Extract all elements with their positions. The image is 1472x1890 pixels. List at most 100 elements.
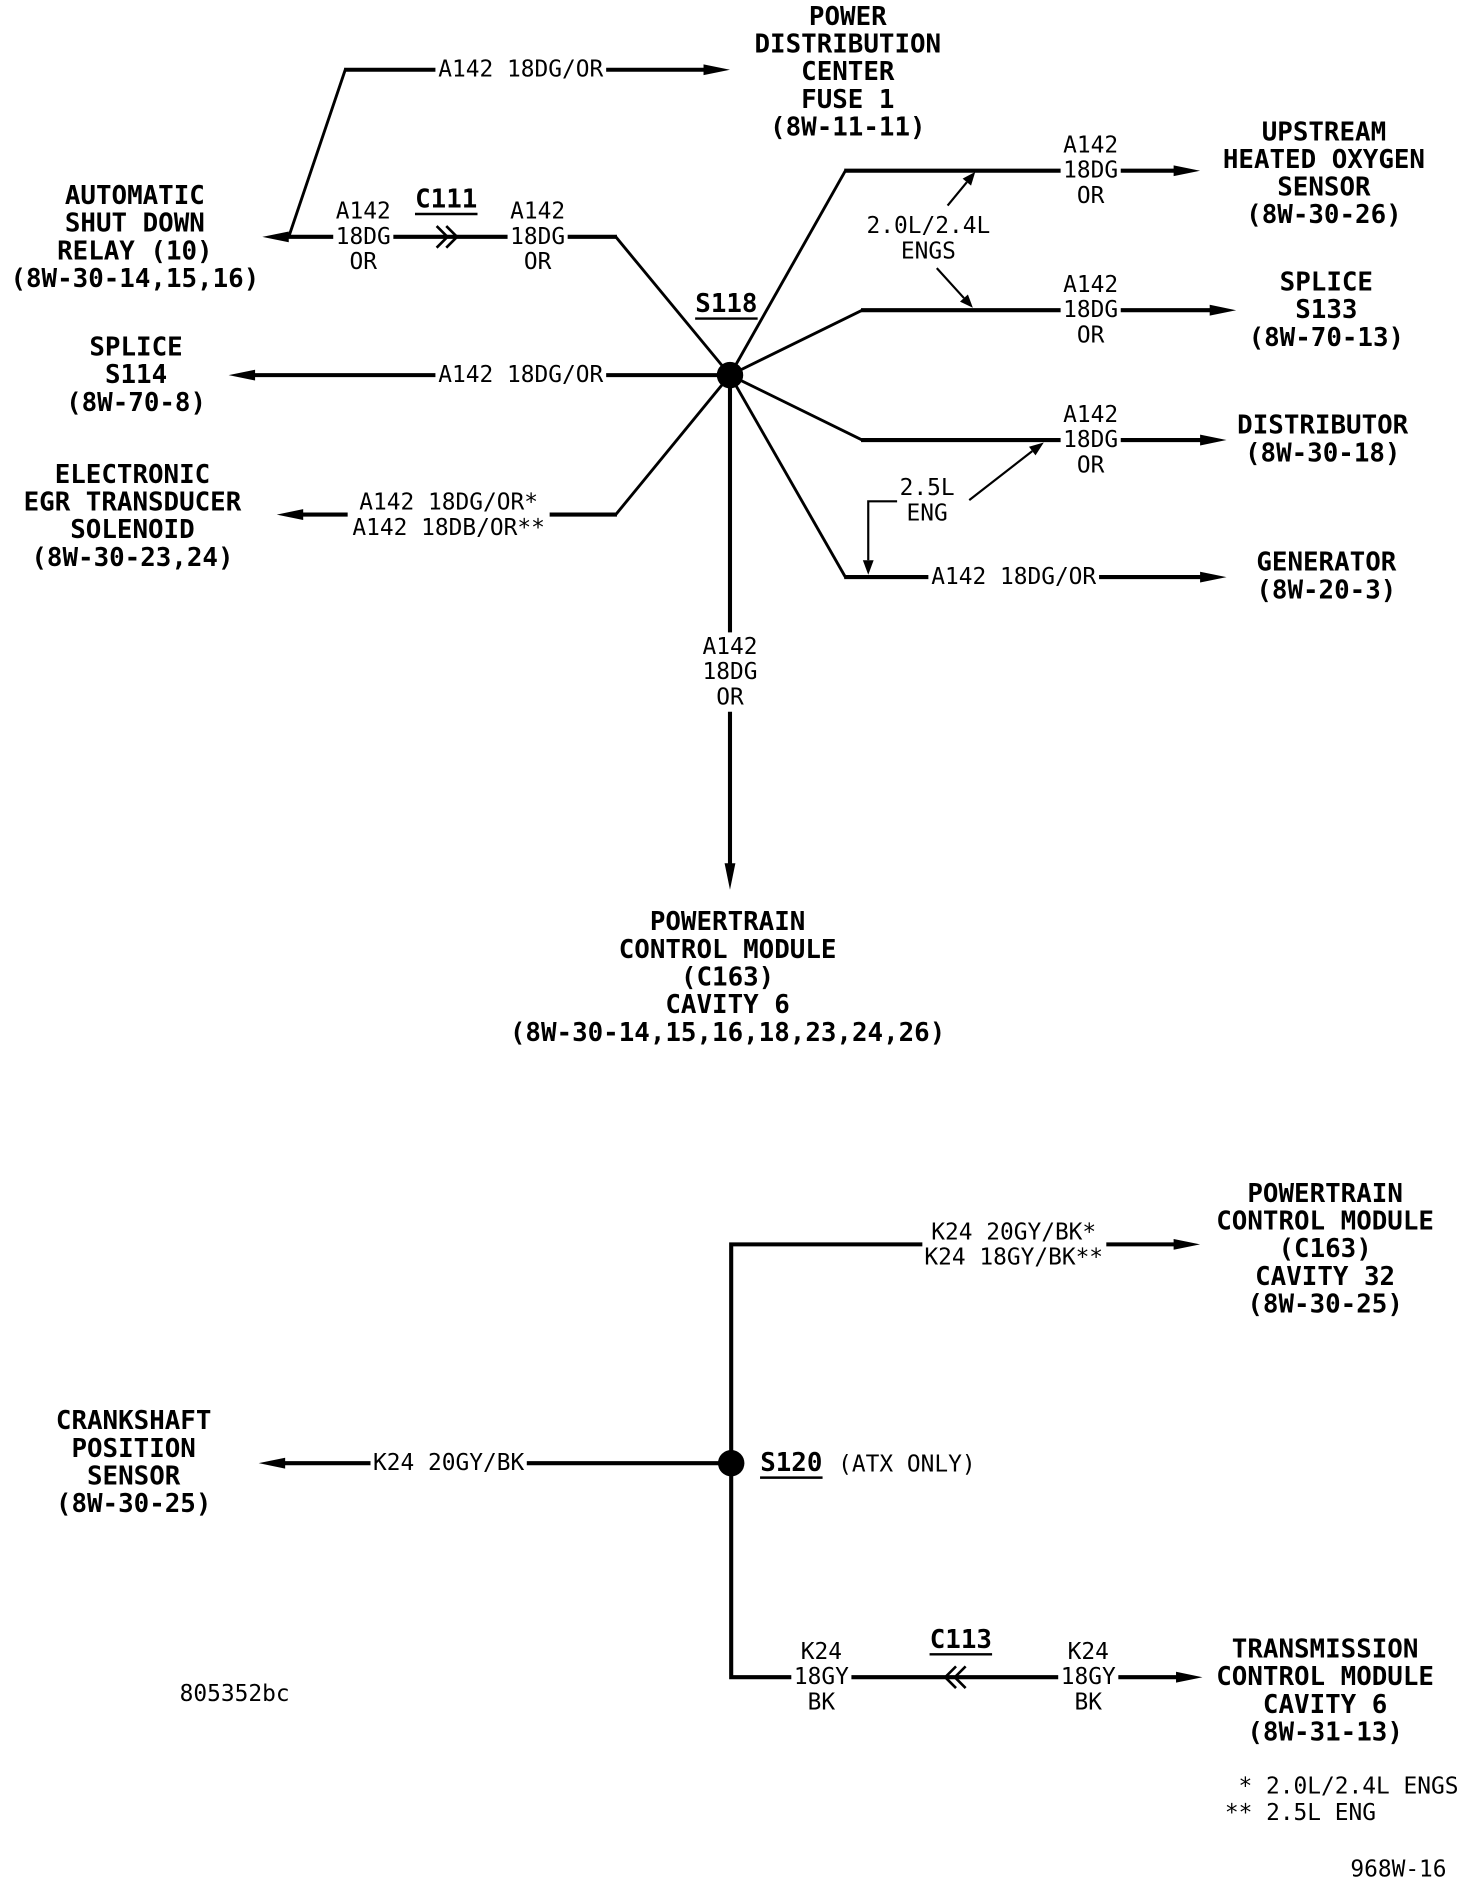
wire-label-to-egr: A142 18DG/OR* A142 18DB/OR** bbox=[352, 490, 544, 541]
pcm-cavity-6-label-line: CONTROL MODULE bbox=[619, 935, 837, 965]
circuit-k24-labels: POWERTRAIN CONTROL MODULE (C163) CAVITY … bbox=[56, 1179, 1434, 1748]
arrowhead-to-pcm bbox=[724, 863, 736, 890]
wire-label-line: BK bbox=[808, 1689, 836, 1715]
upstream-o2-sensor-label: UPSTREAM HEATED OXYGEN SENSOR (8W-30-26) bbox=[1223, 117, 1425, 230]
crankshaft-sensor-label: CRANKSHAFT POSITION SENSOR (8W-30-25) bbox=[56, 1406, 212, 1519]
wire-to-tcm-segment-1 bbox=[729, 1463, 792, 1680]
wire-label-to-distributor: A142 18DG OR bbox=[1063, 402, 1118, 478]
crankshaft-sensor-label-line: (8W-30-25) bbox=[56, 1489, 212, 1519]
crankshaft-sensor-label-line: CRANKSHAFT bbox=[56, 1406, 212, 1436]
wire-label-line: A142 18DB/OR** bbox=[352, 515, 544, 541]
splice-s118-label: S118 bbox=[695, 289, 757, 319]
o2-sensor-label-line: UPSTREAM bbox=[1262, 117, 1386, 147]
splice-s120-dot bbox=[717, 1449, 745, 1477]
wire-label-line: BK bbox=[1075, 1689, 1103, 1715]
crankshaft-sensor-label-line: POSITION bbox=[71, 1434, 195, 1464]
tcm-cavity-6-label: TRANSMISSION CONTROL MODULE CAVITY 6 (8W… bbox=[1216, 1635, 1434, 1748]
arrowhead-to-crankshaft-sensor bbox=[258, 1457, 286, 1469]
pcm-cavity-32-label-line: POWERTRAIN bbox=[1247, 1179, 1403, 1209]
wire-label-to-crankshaft-sensor: K24 20GY/BK bbox=[373, 1450, 524, 1476]
wire-label-line: 18GY bbox=[1061, 1664, 1116, 1690]
wire-to-s133-diagonal bbox=[729, 308, 863, 377]
pdc-label-line: FUSE 1 bbox=[801, 85, 894, 115]
wire-label-line: OR bbox=[350, 249, 378, 275]
splice-s133-label-line: S133 bbox=[1295, 295, 1357, 325]
generator-label-line: (8W-20-3) bbox=[1256, 575, 1396, 605]
wire-label-line: A142 bbox=[336, 199, 391, 225]
wire-label-c113-splice-side: K24 18GY BK bbox=[794, 1639, 849, 1715]
pcm-cavity-6-label-line: POWERTRAIN bbox=[650, 907, 806, 937]
splice-s114-label-line: S114 bbox=[105, 360, 167, 390]
tcm-label-line: CONTROL MODULE bbox=[1216, 1662, 1434, 1692]
wire-label-line: OR bbox=[524, 249, 552, 275]
arrowhead-to-tcm bbox=[1176, 1671, 1203, 1683]
wire-to-egr-diagonal bbox=[614, 374, 732, 516]
wire-label-line: A142 bbox=[702, 634, 757, 660]
wire-label-to-pcm: A142 18DG OR bbox=[702, 634, 757, 710]
wire-label-c111-splice-side: A142 18DG OR bbox=[510, 199, 565, 275]
wire-label-line: A142 bbox=[1063, 402, 1118, 428]
callout-2-5-bracket-line bbox=[867, 500, 898, 561]
callout-2-5-arrow-up-line bbox=[968, 450, 1033, 502]
wire-label-to-o2-sensor: A142 18DG OR bbox=[1063, 132, 1118, 208]
pdc-fuse1-label: POWER DISTRIBUTION CENTER FUSE 1 (8W-11-… bbox=[755, 2, 942, 143]
callout-2-5-arrow-down-head bbox=[862, 560, 874, 575]
arrowhead-to-pdc bbox=[703, 64, 730, 76]
pcm-cavity-6-label: POWERTRAIN CONTROL MODULE (C163) CAVITY … bbox=[510, 907, 945, 1048]
pcm-cavity-32-label-line: CAVITY 32 bbox=[1255, 1262, 1395, 1292]
wire-label-line: K24 20GY/BK* bbox=[931, 1219, 1096, 1245]
egr-label-line: SOLENOID bbox=[70, 515, 194, 545]
wire-label-c111-relay-side: A142 18DG OR bbox=[336, 199, 391, 275]
arrowhead-to-pcm-cavity-32 bbox=[1173, 1238, 1201, 1250]
wire-label-line: 18GY bbox=[794, 1664, 849, 1690]
wire-label-line: 18DG bbox=[1063, 297, 1118, 323]
splice-s133-label-line: (8W-70-13) bbox=[1249, 323, 1405, 353]
wire-label-c113-tcm-side: K24 18GY BK bbox=[1061, 1639, 1116, 1715]
distributor-label: DISTRIBUTOR (8W-30-18) bbox=[1237, 411, 1408, 469]
arrowhead-to-egr bbox=[276, 509, 304, 520]
wire-label-line: A142 18DG/OR* bbox=[359, 490, 538, 516]
figure-code: 805352bc bbox=[180, 1681, 290, 1707]
wire-label-line: OR bbox=[716, 684, 744, 710]
egr-solenoid-label: ELECTRONIC EGR TRANSDUCER SOLENOID (8W-3… bbox=[24, 460, 242, 573]
wire-label-line: 18DG bbox=[1063, 158, 1118, 184]
connector-c113-chevron-1 bbox=[943, 1665, 957, 1689]
arrowhead-to-s114 bbox=[228, 369, 256, 381]
tcm-label-line: CAVITY 6 bbox=[1263, 1690, 1387, 1720]
callout-2-0-arrow-down-head bbox=[959, 294, 973, 308]
arrowhead-to-o2-sensor bbox=[1173, 165, 1201, 177]
splice-s133-label-line: SPLICE bbox=[1280, 268, 1373, 298]
pdc-label-line: POWER bbox=[809, 2, 887, 32]
wire-label-to-generator: A142 18DG/OR bbox=[931, 564, 1096, 590]
callout-2-0-arrow-down-line bbox=[935, 267, 965, 299]
callout-line: ENG bbox=[907, 500, 948, 526]
wire-label-line: A142 bbox=[510, 199, 565, 225]
wire-label-line: K24 bbox=[801, 1639, 842, 1665]
pcm-cavity-32-label: POWERTRAIN CONTROL MODULE (C163) CAVITY … bbox=[1216, 1179, 1434, 1320]
pcm-cavity-6-label-line: CAVITY 6 bbox=[665, 990, 789, 1020]
asd-relay-label-line: SHUT DOWN bbox=[65, 209, 205, 239]
wire-label-line: 18DG bbox=[510, 224, 565, 250]
splice-s118-dot bbox=[716, 361, 744, 389]
asd-relay-label-line: (8W-30-14,15,16) bbox=[10, 264, 259, 294]
wire-label-to-s114: A142 18DG/OR bbox=[438, 362, 603, 388]
egr-label-line: (8W-30-23,24) bbox=[31, 543, 233, 573]
connector-c113-label: C113 bbox=[930, 1625, 992, 1655]
callout-line: 2.5L bbox=[900, 475, 955, 501]
wire-label-to-s133: A142 18DG OR bbox=[1063, 272, 1118, 348]
splice-s114-label-line: (8W-70-8) bbox=[66, 388, 206, 418]
splice-s120-note: (ATX ONLY) bbox=[838, 1451, 975, 1477]
wire-to-o2-diagonal bbox=[728, 170, 847, 376]
pdc-label-line: CENTER bbox=[801, 57, 895, 87]
wire-to-pcm-cavity-32-left bbox=[729, 1242, 923, 1464]
wire-label-line: OR bbox=[1077, 322, 1105, 348]
pcm-cavity-32-label-line: (C163) bbox=[1278, 1234, 1371, 1264]
distributor-label-line: (8W-30-18) bbox=[1245, 438, 1401, 468]
callout-2-5-eng: 2.5L ENG bbox=[900, 475, 955, 526]
wire-label-line: A142 bbox=[1063, 272, 1118, 298]
arrowhead-to-s133 bbox=[1209, 304, 1237, 316]
o2-sensor-label-line: (8W-30-26) bbox=[1246, 200, 1402, 230]
diagram-notes: 805352bc * 2.0L/2.4L ENGS ** 2.5L ENG 96… bbox=[180, 1681, 1459, 1883]
callout-2-0-2-4-engs: 2.0L/2.4L ENGS bbox=[867, 213, 991, 264]
tcm-label-line: TRANSMISSION bbox=[1232, 1635, 1419, 1665]
